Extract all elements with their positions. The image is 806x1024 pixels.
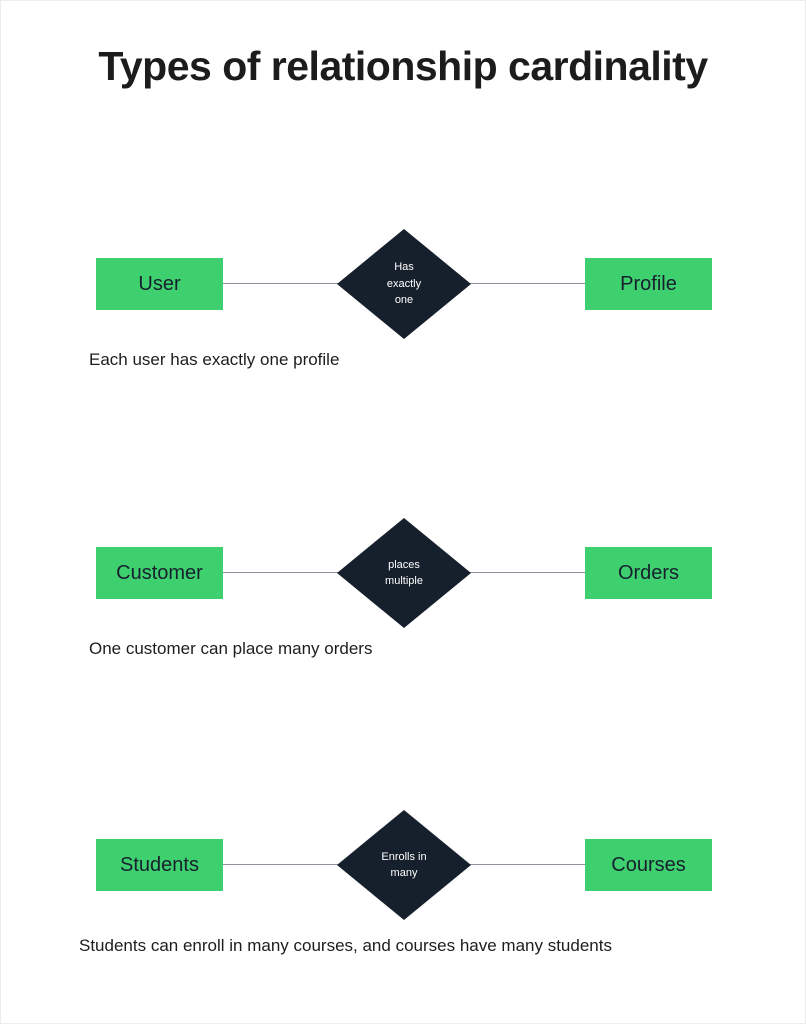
diagram-row-user-profile: User Has exactly one Profile Each user h… [1, 229, 805, 369]
entity-box-students: Students [96, 839, 223, 891]
relationship-diamond-places-multiple: places multiple [337, 518, 471, 628]
entity-box-user: User [96, 258, 223, 310]
relationship-label: places multiple [385, 558, 423, 588]
relationship-label: Enrolls in many [381, 850, 427, 880]
relationship-diamond-enrolls-in-many: Enrolls in many [337, 810, 471, 920]
relationship-diamond-has-exactly-one: Has exactly one [337, 229, 471, 339]
entity-box-profile: Profile [585, 258, 712, 310]
diagram-row-customer-orders: Customer places multiple Orders One cust… [1, 518, 805, 658]
row-caption: One customer can place many orders [89, 639, 373, 658]
relationship-label: Has exactly one [386, 261, 422, 307]
page-title: Types of relationship cardinality [98, 43, 708, 89]
entity-box-customer: Customer [96, 547, 223, 599]
row-caption: Each user has exactly one profile [89, 350, 340, 369]
entity-box-courses: Courses [585, 839, 712, 891]
row-caption: Students can enroll in many courses, and… [79, 936, 612, 955]
entity-box-orders: Orders [585, 547, 712, 599]
diagram-row-students-courses: Students Enrolls in many Courses Student… [1, 810, 805, 955]
